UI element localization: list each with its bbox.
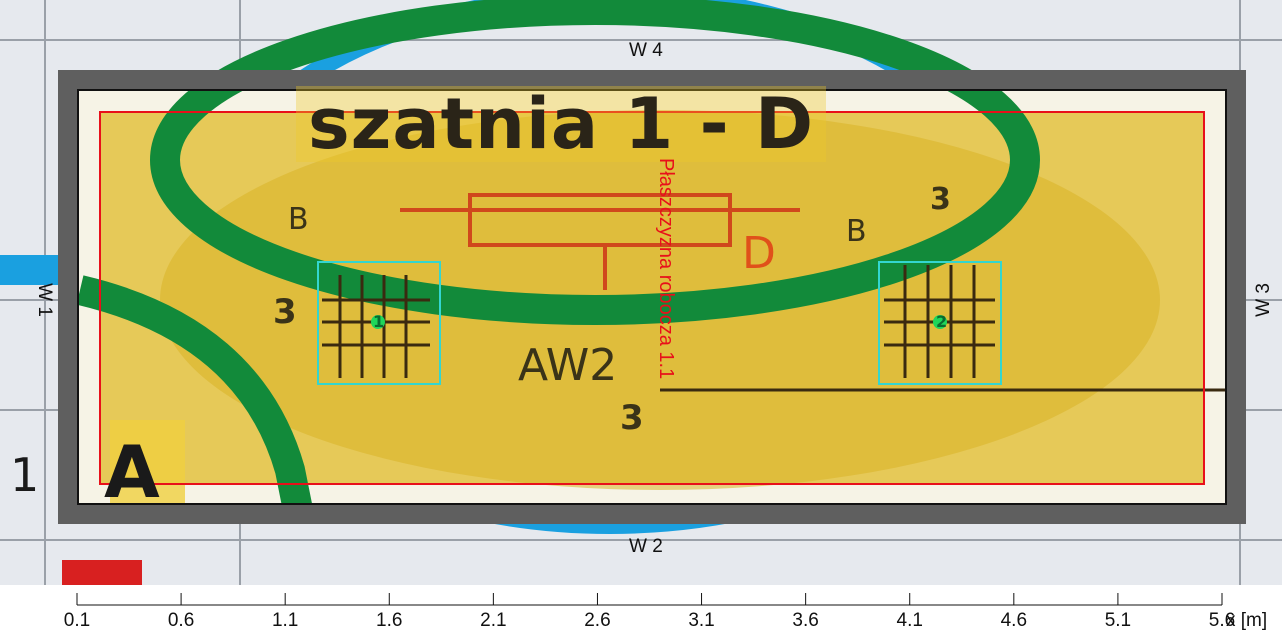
wall-label-top: W 4 [629, 40, 663, 61]
label-3-right: 3 [930, 182, 951, 217]
x-axis-tick-label: 4.6 [1000, 610, 1028, 631]
plan-a-patch [110, 420, 185, 504]
work-plane-label: Płaszczyzna robocza 1.1 [655, 158, 677, 380]
red-marker [62, 560, 142, 585]
wall-label-left: W 1 [34, 283, 55, 317]
x-axis-tick-label: 1.1 [271, 610, 299, 631]
green-arc [76, 275, 315, 523]
x-axis-tick-label: 2.1 [480, 610, 507, 631]
floor-plan: szatnia 1 - D AW2 D A 3 3 3 B B 1 1 2 Pł… [0, 0, 1282, 585]
luminaire-1-center [371, 315, 385, 329]
x-axis-tick-label: 4.1 [896, 610, 923, 631]
luminaire-2[interactable] [878, 261, 1002, 385]
luminaire-1-outline [317, 261, 441, 385]
label-b-right: B [846, 214, 867, 249]
room-title: szatnia 1 - D [296, 86, 827, 162]
luminaire-2-number: 2 [936, 312, 948, 331]
x-axis-tick-label: 3.1 [688, 610, 715, 631]
wall-label-bottom: W 2 [629, 536, 663, 557]
floor-plan-graphics [0, 0, 1282, 585]
wall-frame [58, 70, 1246, 524]
green-ring [150, 0, 1040, 325]
label-aw2: AW2 [518, 340, 618, 391]
x-axis-tick-label: 0.1 [63, 610, 91, 631]
x-axis-ticks [76, 593, 1223, 605]
plan-symbol-grid-right [884, 265, 995, 378]
luminaire-2-outline [878, 261, 1002, 385]
x-axis-tick-label: 2.6 [584, 610, 611, 631]
x-axis-unit: x [m] [1226, 610, 1268, 631]
label-3-bottom: 3 [620, 398, 644, 438]
label-3-left: 3 [273, 292, 297, 332]
label-a-marker: A [104, 430, 160, 514]
label-b-left: B [288, 202, 309, 237]
x-axis-tick-label: 5.6 [1208, 610, 1236, 631]
luminaire-2-center [933, 315, 947, 329]
wall-label-right: W 3 [1253, 283, 1274, 317]
label-1-left: 1 [10, 448, 40, 502]
x-axis-tick-label: 5.1 [1104, 610, 1132, 631]
x-axis-tick-label: 3.6 [792, 610, 819, 631]
label-d-marker: D [742, 228, 776, 279]
x-axis-tick-label: 0.6 [167, 610, 195, 631]
x-axis-tick-label: 1.6 [376, 610, 403, 631]
luminaire-1-number: 1 [373, 312, 385, 331]
wall-inner-line [77, 89, 1227, 505]
plan-symbol-orange [400, 193, 800, 290]
x-axis [76, 593, 1223, 606]
luminaire-1[interactable] [317, 261, 441, 385]
work-plane [99, 111, 1205, 485]
blue-bar [0, 255, 60, 285]
